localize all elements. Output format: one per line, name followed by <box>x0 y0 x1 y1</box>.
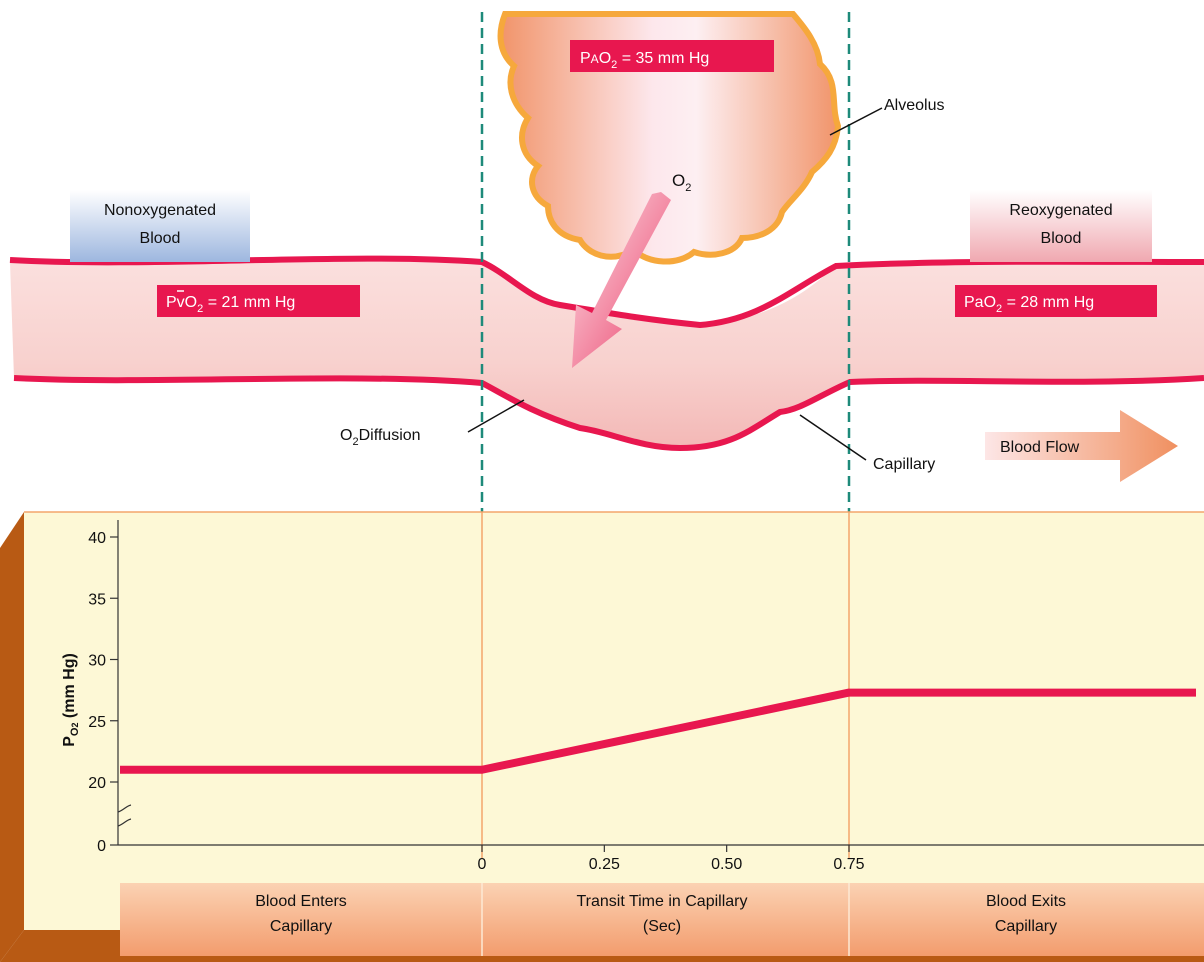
svg-text:PAO2 = 35 mm Hg: PAO2 = 35 mm Hg <box>580 50 709 71</box>
x-tick-label: 0 <box>478 856 487 873</box>
po2-line <box>120 688 1196 774</box>
y-axis-break-icon <box>117 804 132 827</box>
panel-face <box>24 512 1204 930</box>
o2-arrow-label: O2 <box>672 171 691 194</box>
po2-chart: 0 20 25 30 35 40 0 0.25 0.50 0.75 PO2 (mm Hg) <box>61 520 1204 873</box>
y-tick-label: 0 <box>97 838 106 855</box>
alveolus-label: Alveolus <box>884 97 944 114</box>
alveolar-pressure-label: PAO2 = 35 mm Hg <box>570 40 774 72</box>
blood-flow-label: Blood Flow <box>1000 439 1080 456</box>
y-tick-label: 20 <box>88 775 106 792</box>
reoxygenated-line2: Blood <box>1041 230 1082 247</box>
vessel-wall-bottom <box>13 375 1204 452</box>
alveolus <box>497 11 842 265</box>
venous-pressure-label: PvO2 = 21 mm Hg <box>157 285 360 317</box>
y-tick-label: 30 <box>88 653 106 670</box>
y-axis-ticks: 0 20 25 30 35 40 <box>88 530 118 855</box>
capillary-leader-line <box>799 414 867 461</box>
blood-flow-arrow: Blood Flow <box>985 410 1178 482</box>
phase-exit-line2: Capillary <box>995 918 1057 935</box>
o2-diffusion-arrow: O2 <box>572 171 691 368</box>
phase-enter-line1: Blood Enters <box>255 893 347 910</box>
phase-bar-background <box>120 883 1204 956</box>
reoxygenated-blood-box: Reoxygenated Blood <box>970 190 1152 262</box>
phase-exit-line1: Blood Exits <box>986 893 1066 910</box>
phase-transit-line1: Transit Time in Capillary <box>576 893 747 910</box>
alveolus-body <box>497 11 842 265</box>
y-axis-label: PO2 (mm Hg) <box>61 653 81 747</box>
capillary-label: Capillary <box>873 456 935 473</box>
nonoxygenated-line2: Blood <box>140 230 181 247</box>
x-axis-ticks: 0 0.25 0.50 0.75 <box>478 845 865 873</box>
reoxygenated-line1: Reoxygenated <box>1009 202 1112 219</box>
x-tick-label: 0.75 <box>833 856 864 873</box>
nonoxygenated-line1: Nonoxygenated <box>104 202 216 219</box>
svg-text:PaO2 = 28 mm Hg: PaO2 = 28 mm Hg <box>964 294 1094 315</box>
vessel-wall-top <box>9 255 1204 329</box>
o2-diffusion-label: O2Diffusion <box>340 427 421 448</box>
phase-enter-line2: Capillary <box>270 918 332 935</box>
alveolus-leader-line <box>829 107 883 136</box>
x-tick-label: 0.25 <box>589 856 620 873</box>
svg-text:PvO2 = 21 mm Hg: PvO2 = 21 mm Hg <box>166 294 295 315</box>
phase-bar: Blood Enters Capillary Transit Time in C… <box>120 883 1204 956</box>
arterial-pressure-label: PaO2 = 28 mm Hg <box>955 285 1157 317</box>
y-tick-label: 25 <box>88 714 106 731</box>
y-tick-label: 40 <box>88 530 106 547</box>
panel-left-edge <box>0 512 24 962</box>
x-tick-label: 0.50 <box>711 856 742 873</box>
nonoxygenated-blood-box: Nonoxygenated Blood <box>70 190 250 262</box>
y-tick-label: 35 <box>88 591 106 608</box>
po2-series <box>120 688 1196 774</box>
phase-transit-line2: (Sec) <box>643 918 681 935</box>
diffusion-leader-line <box>467 399 525 433</box>
